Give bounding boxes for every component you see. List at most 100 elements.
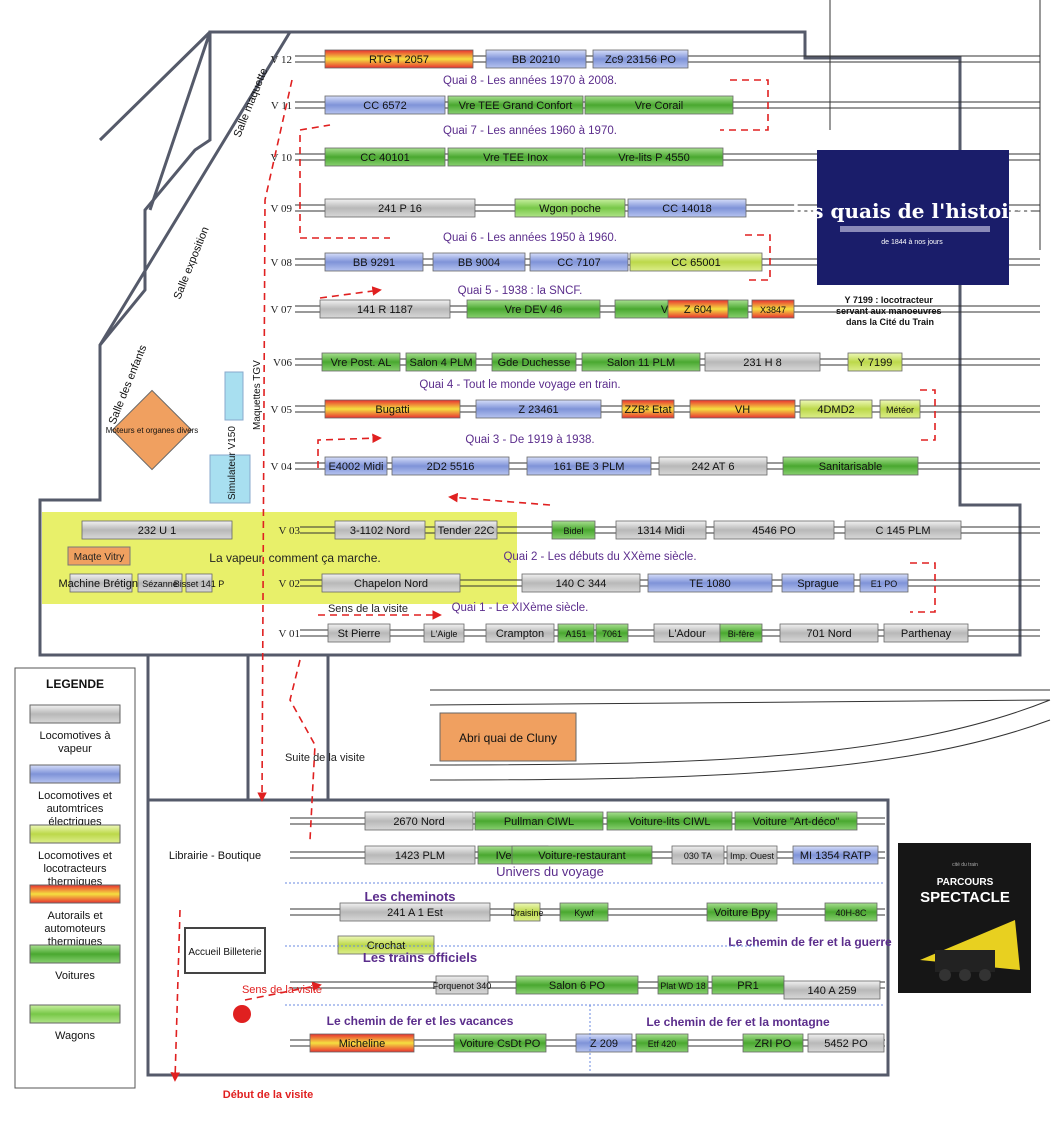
vehicle-s-zanne[interactable]: Sézanne bbox=[137, 573, 183, 593]
vehicle-232-u-1[interactable]: 232 U 1 bbox=[81, 520, 233, 540]
vehicle-gde-duchesse[interactable]: Gde Duchesse bbox=[491, 352, 577, 372]
vehicle-draisine[interactable]: Draisine bbox=[510, 902, 544, 922]
vehicle-body bbox=[782, 456, 919, 476]
vehicle-voiture-restaurant[interactable]: Voiture-restaurant bbox=[511, 845, 653, 865]
vehicle-vre-post-al[interactable]: Vre Post. AL bbox=[321, 352, 401, 372]
vehicle-vre-corail[interactable]: Vre Corail bbox=[584, 95, 734, 115]
vehicle-voiture-lits-ciwl[interactable]: Voiture-lits CIWL bbox=[606, 811, 733, 831]
vehicle-cc-65001[interactable]: CC 65001 bbox=[629, 252, 763, 272]
vehicle-parthenay[interactable]: Parthenay bbox=[883, 623, 969, 643]
vehicle-label: Voiture-lits CIWL bbox=[629, 816, 711, 828]
vehicle-voiture-bpy[interactable]: Voiture Bpy bbox=[706, 902, 778, 922]
vehicle-label: Bugatti bbox=[375, 404, 409, 416]
vehicle-cc-6572[interactable]: CC 6572 bbox=[324, 95, 446, 115]
vehicle-bi-f-re[interactable]: Bi-fêre bbox=[719, 623, 763, 643]
vehicle-bugatti[interactable]: Bugatti bbox=[324, 399, 461, 419]
vehicle-vre-dev-46[interactable]: Vre DEV 46 bbox=[466, 299, 601, 319]
vehicle-4546-po[interactable]: 4546 PO bbox=[713, 520, 835, 540]
vehicle-plat-wd-18[interactable]: Plat WD 18 bbox=[657, 975, 709, 995]
vehicle-e4002-midi[interactable]: E4002 Midi bbox=[324, 456, 388, 476]
vehicle-bidel[interactable]: Bidel bbox=[551, 520, 596, 540]
vehicle-x3847[interactable]: X3847 bbox=[751, 299, 795, 319]
suite-visite: Suite de la visite bbox=[285, 752, 365, 764]
vehicle-etf-420[interactable]: Etf 420 bbox=[635, 1033, 689, 1053]
vehicle-salon-11-plm[interactable]: Salon 11 PLM bbox=[581, 352, 701, 372]
vehicle-241-a-1-est[interactable]: 241 A 1 Est bbox=[339, 902, 491, 922]
vehicle-cc-7107[interactable]: CC 7107 bbox=[529, 252, 629, 272]
vehicle-kywf[interactable]: Kywf bbox=[559, 902, 609, 922]
vehicle-bisset-141-p[interactable]: Bisset 141 P bbox=[174, 573, 225, 593]
vehicle-140-c-344[interactable]: 140 C 344 bbox=[521, 573, 641, 593]
vehicle-rtg-t-2057[interactable]: RTG T 2057 bbox=[324, 49, 474, 69]
vehicle-m-t-or[interactable]: Météor bbox=[879, 399, 921, 419]
vehicle-forquenot-340[interactable]: Forquenot 340 bbox=[433, 975, 492, 995]
vehicle-vh[interactable]: VH bbox=[689, 399, 796, 419]
vehicle-242-at-6[interactable]: 242 AT 6 bbox=[658, 456, 768, 476]
vehicle-z-23461[interactable]: Z 23461 bbox=[475, 399, 602, 419]
vehicle-l-adour[interactable]: L'Adour bbox=[653, 623, 721, 643]
vehicle-zri-po[interactable]: ZRI PO bbox=[742, 1033, 804, 1053]
vehicle-imp-ouest[interactable]: Imp. Ouest bbox=[726, 845, 778, 865]
vehicle-141-r-1187[interactable]: 141 R 1187 bbox=[319, 299, 451, 319]
vehicle-bb-9004[interactable]: BB 9004 bbox=[432, 252, 526, 272]
vehicle-mi-1354-ratp[interactable]: MI 1354 RATP bbox=[792, 845, 879, 865]
outdoor-tracks bbox=[429, 689, 1051, 781]
vehicle-5452-po[interactable]: 5452 PO bbox=[807, 1033, 885, 1053]
vehicle-vre-tee-grand-confort[interactable]: Vre TEE Grand Confort bbox=[447, 95, 584, 115]
vehicle-voiture-art-d-co[interactable]: Voiture "Art-déco" bbox=[734, 811, 858, 831]
vehicle-pr1[interactable]: PR1 bbox=[711, 975, 785, 995]
vehicle-zc9-23156-po[interactable]: Zc9 23156 PO bbox=[592, 49, 689, 69]
vehicle-wgon-poche[interactable]: Wgon poche bbox=[514, 198, 626, 218]
vehicle-micheline[interactable]: Micheline bbox=[309, 1033, 415, 1053]
vehicle-crampton[interactable]: Crampton bbox=[485, 623, 555, 643]
vehicle-7061[interactable]: 7061 bbox=[595, 623, 629, 643]
vehicle-vre-tee-inox[interactable]: Vre TEE Inox bbox=[447, 147, 584, 167]
vehicle-a151[interactable]: A151 bbox=[557, 623, 595, 643]
vehicle-e1-po[interactable]: E1 PO bbox=[859, 573, 909, 593]
vehicle-chapelon-nord[interactable]: Chapelon Nord bbox=[321, 573, 461, 593]
vehicle-st-pierre[interactable]: St Pierre bbox=[327, 623, 391, 643]
vehicle-4dmd2[interactable]: 4DMD2 bbox=[799, 399, 873, 419]
vehicle-label: Z 604 bbox=[684, 304, 712, 316]
vehicle-body bbox=[751, 299, 795, 319]
vehicle-voiture-csdt-po[interactable]: Voiture CsDt PO bbox=[453, 1033, 547, 1053]
vehicle-body bbox=[491, 352, 577, 372]
vehicle-3-1102-nord[interactable]: 3-1102 Nord bbox=[334, 520, 426, 540]
vehicle-body bbox=[334, 520, 426, 540]
vehicle-1314-midi[interactable]: 1314 Midi bbox=[615, 520, 707, 540]
vehicle-bb-9291[interactable]: BB 9291 bbox=[324, 252, 424, 272]
vehicle-231-h-8[interactable]: 231 H 8 bbox=[704, 352, 821, 372]
vehicle-030-ta[interactable]: 030 TA bbox=[671, 845, 725, 865]
vehicle-z-604[interactable]: Z 604 bbox=[667, 299, 729, 319]
vehicle-cc-40101[interactable]: CC 40101 bbox=[324, 147, 446, 167]
vehicle-sprague[interactable]: Sprague bbox=[781, 573, 855, 593]
vehicle-bb-20210[interactable]: BB 20210 bbox=[485, 49, 587, 69]
vehicle-140-a-259[interactable]: 140 A 259 bbox=[783, 980, 881, 1000]
vehicle-y-7199[interactable]: Y 7199 bbox=[847, 352, 903, 372]
vehicle-crochat[interactable]: Crochat bbox=[337, 935, 435, 955]
vehicle-label: RTG T 2057 bbox=[369, 54, 429, 66]
vehicle-701-nord[interactable]: 701 Nord bbox=[779, 623, 879, 643]
vehicle-241-p-16[interactable]: 241 P 16 bbox=[324, 198, 476, 218]
vehicle-vre-lits-p-4550[interactable]: Vre-lits P 4550 bbox=[584, 147, 724, 167]
vehicle-tender-22c[interactable]: Tender 22C bbox=[434, 520, 498, 540]
vehicle-zzb-etat[interactable]: ZZB² Etat bbox=[621, 399, 675, 419]
vehicle-body bbox=[667, 299, 729, 319]
vehicle-2d2-5516[interactable]: 2D2 5516 bbox=[391, 456, 510, 476]
vehicle-body bbox=[324, 147, 446, 167]
vehicle-salon-4-plm[interactable]: Salon 4 PLM bbox=[405, 352, 477, 372]
vehicle-161-be-3-plm[interactable]: 161 BE 3 PLM bbox=[526, 456, 652, 476]
vehicle-cc-14018[interactable]: CC 14018 bbox=[627, 198, 747, 218]
vehicle-salon-6-po[interactable]: Salon 6 PO bbox=[515, 975, 639, 995]
vehicle-machine-br-tigny[interactable]: Machine Brétigny bbox=[59, 573, 144, 593]
vehicle-z-209[interactable]: Z 209 bbox=[575, 1033, 633, 1053]
vehicle-2670-nord[interactable]: 2670 Nord bbox=[364, 811, 474, 831]
quai-label-7: Quai 7 - Les années 1960 à 1970. bbox=[443, 125, 617, 137]
vehicle-sanitarisable[interactable]: Sanitarisable bbox=[782, 456, 919, 476]
vehicle-40h-8c[interactable]: 40H-8C bbox=[824, 902, 878, 922]
vehicle-te-1080[interactable]: TE 1080 bbox=[647, 573, 773, 593]
vehicle-c-145-plm[interactable]: C 145 PLM bbox=[844, 520, 962, 540]
vehicle-l-aigle[interactable]: L'Aigle bbox=[423, 623, 465, 643]
vehicle-pullman-ciwl[interactable]: Pullman CIWL bbox=[474, 811, 604, 831]
vehicle-1423-plm[interactable]: 1423 PLM bbox=[364, 845, 476, 865]
